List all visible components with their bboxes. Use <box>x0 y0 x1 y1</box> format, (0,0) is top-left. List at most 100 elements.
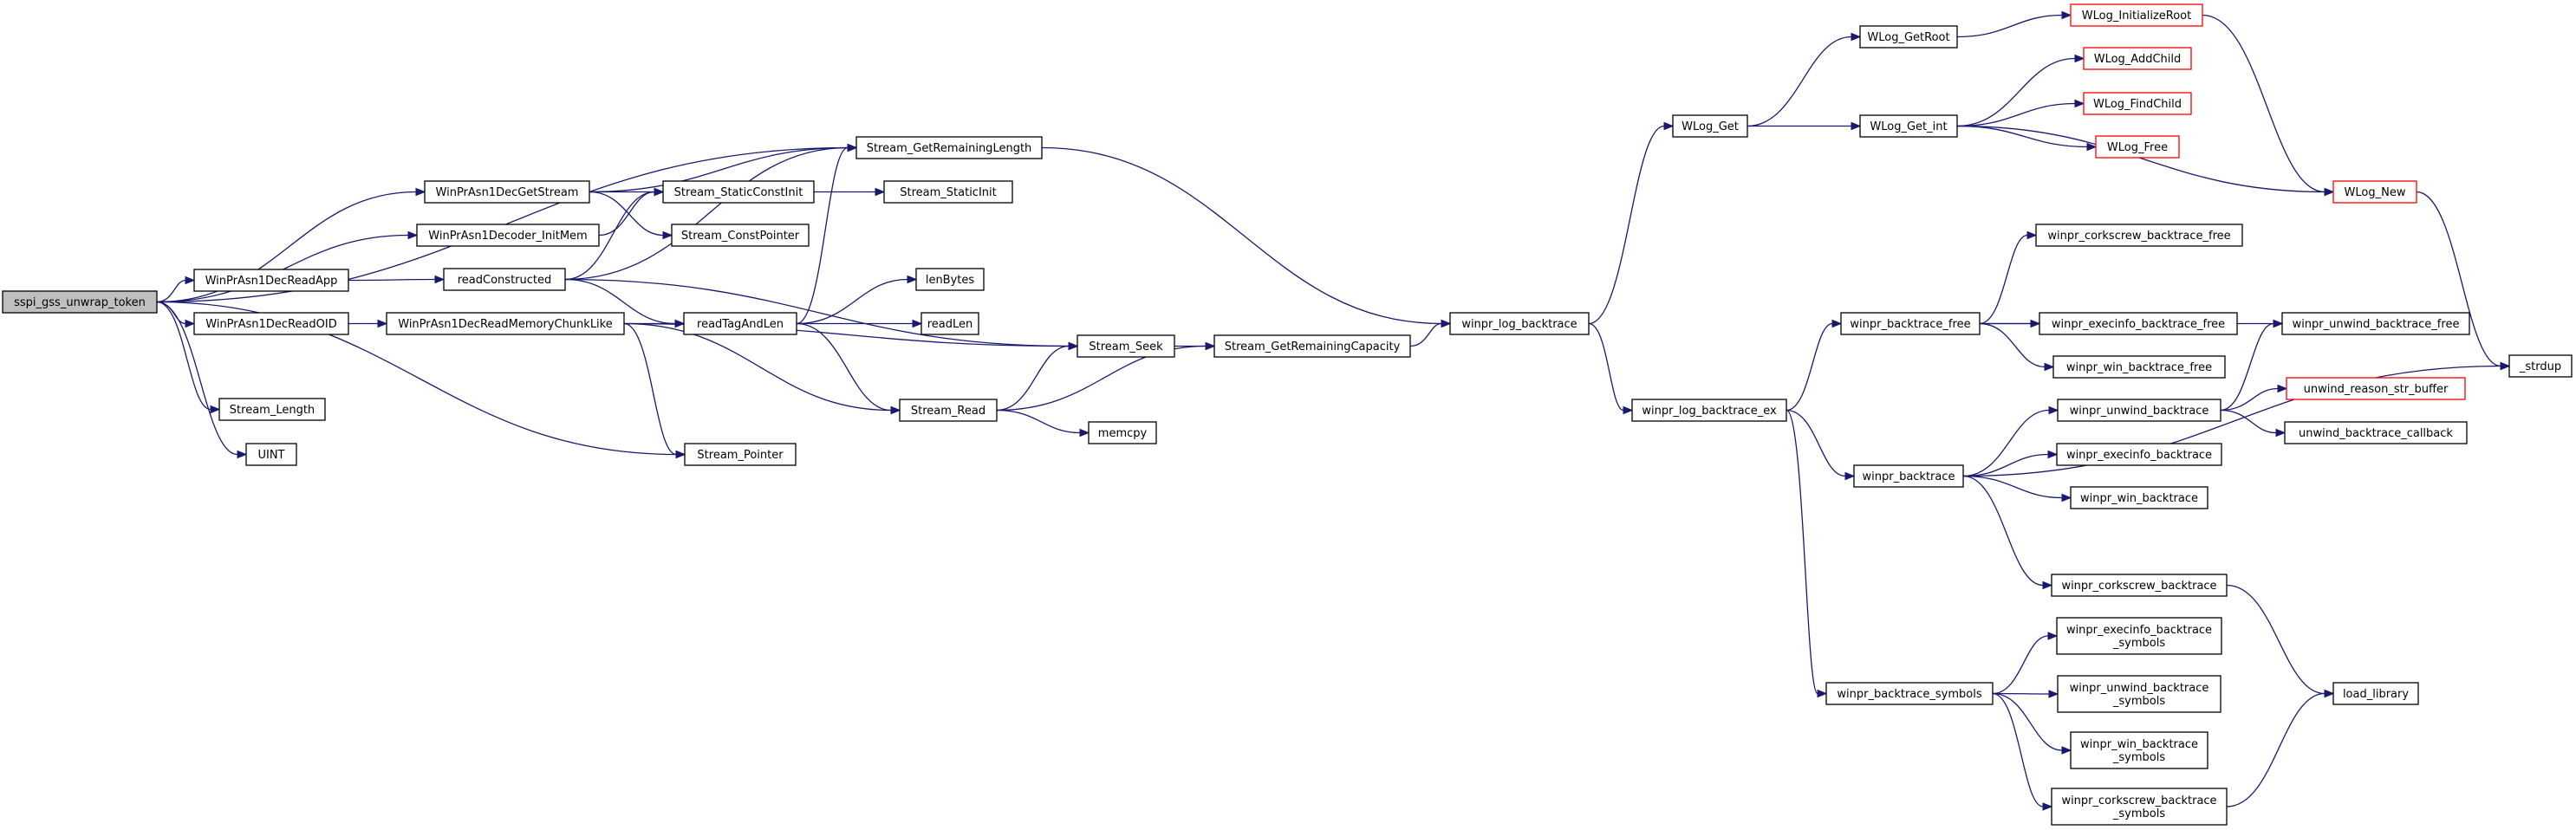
node-box <box>2057 675 2221 713</box>
node-box <box>2083 47 2192 70</box>
node-sspi_gss_unwrap_token[interactable]: sspi_gss_unwrap_token <box>2 290 158 314</box>
node-label: winpr_unwind_backtrace <box>2070 405 2209 418</box>
node-box <box>1859 25 1958 49</box>
node-label: Stream_Seek <box>1089 340 1163 353</box>
edge-WinPrAsn1Decoder_InitMem-to-Stream_StaticConstInit <box>598 187 665 237</box>
node-box <box>2051 574 2228 597</box>
node-winpr_log_backtrace_ex[interactable]: winpr_log_backtrace_ex <box>1631 399 1787 422</box>
arrow-head-icon <box>1068 341 1079 351</box>
node-label: winpr_corkscrew_backtrace <box>2061 794 2216 807</box>
node-unwind_reason_str_buffer[interactable]: unwind_reason_str_buffer <box>2286 377 2466 400</box>
edge-winpr_log_backtrace-to-winpr_log_backtrace_ex <box>1588 322 1634 415</box>
node-label: _symbols <box>2112 695 2165 708</box>
edge-line <box>1041 146 1442 325</box>
edge-winpr_backtrace_symbols-to-winpr_corkscrew_backtrace_symbols <box>1992 692 2053 811</box>
node-readTagAndLen[interactable]: readTagAndLen <box>683 312 797 335</box>
edge-line <box>348 278 436 282</box>
node-label: WLog_GetRoot <box>1867 31 1949 44</box>
edge-line <box>589 146 849 193</box>
node-Stream_StaticConstInit[interactable]: Stream_StaticConstInit <box>662 180 815 204</box>
node-WLog_FindChild[interactable]: WLog_FindChild <box>2083 92 2192 115</box>
node-winpr_corkscrew_backtrace_symbols[interactable]: winpr_corkscrew_backtrace_symbols <box>2051 788 2228 826</box>
edge-winpr_corkscrew_backtrace-to-load_library <box>2226 584 2335 698</box>
node-WinPrAsn1DecGetStream[interactable]: WinPrAsn1DecGetStream <box>424 180 590 204</box>
node-Stream_Seek[interactable]: Stream_Seek <box>1077 334 1175 358</box>
node-box <box>193 312 349 335</box>
arrow-head-icon <box>210 405 221 414</box>
node-box <box>386 312 625 335</box>
node-winpr_win_backtrace_symbols[interactable]: winpr_win_backtrace_symbols <box>2070 731 2208 769</box>
node-winpr_log_backtrace[interactable]: winpr_log_backtrace <box>1449 312 1590 335</box>
node-box <box>2508 354 2573 378</box>
node-label: WinPrAsn1Decoder_InitMem <box>428 230 587 243</box>
node-WinPrAsn1DecReadApp[interactable]: WinPrAsn1DecReadApp <box>193 269 349 292</box>
node-UINT[interactable]: UINT <box>245 443 297 466</box>
node-box <box>424 180 590 204</box>
node-box <box>662 180 815 204</box>
node-readConstructed[interactable]: readConstructed <box>443 268 566 291</box>
node-label: Stream_GetRemainingCapacity <box>1225 340 1401 353</box>
edge-line <box>996 345 1070 412</box>
node-winpr_unwind_backtrace_symbols[interactable]: winpr_unwind_backtrace_symbols <box>2057 675 2221 713</box>
node-unwind_backtrace_callback[interactable]: unwind_backtrace_callback <box>2284 421 2468 444</box>
edge-WLog_Get-to-WLog_Get_int <box>1747 121 1862 131</box>
node-Stream_Length[interactable]: Stream_Length <box>218 398 326 421</box>
node-memcpy[interactable]: memcpy <box>1088 421 1157 444</box>
node-Stream_ConstPointer[interactable]: Stream_ConstPointer <box>671 224 810 247</box>
edge-line <box>1992 692 2063 751</box>
node-WinPrAsn1Decoder_InitMem[interactable]: WinPrAsn1Decoder_InitMem <box>416 224 600 247</box>
node-winpr_unwind_backtrace_free[interactable]: winpr_unwind_backtrace_free <box>2281 312 2470 335</box>
node-winpr_backtrace[interactable]: winpr_backtrace <box>1853 464 1964 488</box>
edge-line <box>1786 322 1833 412</box>
node-winpr_execinfo_backtrace[interactable]: winpr_execinfo_backtrace <box>2056 443 2222 466</box>
node-Stream_GetRemainingLength[interactable]: Stream_GetRemainingLength <box>855 136 1043 159</box>
edge-line <box>2202 14 2326 193</box>
node-WLog_AddChild[interactable]: WLog_AddChild <box>2083 47 2192 70</box>
node-Stream_Read[interactable]: Stream_Read <box>899 399 998 422</box>
node-readLen[interactable]: readLen <box>920 312 979 335</box>
node-label: unwind_backtrace_callback <box>2299 427 2453 440</box>
node-winpr_unwind_backtrace[interactable]: winpr_unwind_backtrace <box>2057 399 2221 422</box>
node-label: sspi_gss_unwrap_token <box>14 296 146 309</box>
edge-winpr_backtrace_symbols-to-winpr_execinfo_backtrace_symbols <box>1992 632 2059 695</box>
node-label: winpr_unwind_backtrace <box>2070 682 2209 695</box>
node-WLog_New[interactable]: WLog_New <box>2332 180 2417 204</box>
edge-line <box>1956 125 2326 193</box>
node-winpr_corkscrew_backtrace_free[interactable]: winpr_corkscrew_backtrace_free <box>2035 224 2243 247</box>
node-_strdup[interactable]: _strdup <box>2508 354 2573 378</box>
node-WLog_GetRoot[interactable]: WLog_GetRoot <box>1859 25 1958 49</box>
arrow-head-icon <box>662 230 673 240</box>
node-lenBytes[interactable]: lenBytes <box>915 268 985 291</box>
node-winpr_backtrace_free[interactable]: winpr_backtrace_free <box>1840 312 1981 335</box>
edge-line <box>2416 191 2501 367</box>
node-WLog_Free[interactable]: WLog_Free <box>2095 135 2180 159</box>
node-label: Stream_Read <box>911 405 986 418</box>
edge-line <box>2220 387 2279 412</box>
node-WLog_InitializeRoot[interactable]: WLog_InitializeRoot <box>2070 3 2203 27</box>
node-winpr_win_backtrace[interactable]: winpr_win_backtrace <box>2070 486 2208 509</box>
arrow-head-icon <box>415 187 426 197</box>
node-label: winpr_execinfo_backtrace <box>2066 624 2212 637</box>
node-box <box>2056 617 2222 655</box>
node-load_library[interactable]: load_library <box>2332 682 2419 705</box>
edge-winpr_backtrace-to-winpr_corkscrew_backtrace <box>1962 475 2053 590</box>
node-WinPrAsn1DecReadOID[interactable]: WinPrAsn1DecReadOID <box>193 312 349 335</box>
node-winpr_execinfo_backtrace_free[interactable]: winpr_execinfo_backtrace_free <box>2039 312 2238 335</box>
node-box <box>2286 377 2466 400</box>
node-Stream_GetRemainingCapacity[interactable]: Stream_GetRemainingCapacity <box>1213 334 1411 358</box>
edge-line <box>1962 365 2501 477</box>
node-WinPrAsn1DecReadMemoryChunkLike[interactable]: WinPrAsn1DecReadMemoryChunkLike <box>386 312 625 335</box>
node-winpr_corkscrew_backtrace[interactable]: winpr_corkscrew_backtrace <box>2051 574 2228 597</box>
node-WLog_Get_int[interactable]: WLog_Get_int <box>1859 114 1958 138</box>
node-winpr_execinfo_backtrace_symbols[interactable]: winpr_execinfo_backtrace_symbols <box>2056 617 2222 655</box>
node-label: Stream_ConstPointer <box>681 230 800 243</box>
node-Stream_Pointer[interactable]: Stream_Pointer <box>684 443 797 466</box>
node-Stream_StaticInit[interactable]: Stream_StaticInit <box>883 180 1013 204</box>
node-winpr_backtrace_symbols[interactable]: winpr_backtrace_symbols <box>1825 682 1994 705</box>
node-WLog_Get[interactable]: WLog_Get <box>1672 114 1748 138</box>
node-label: winpr_backtrace_symbols <box>1837 688 1981 701</box>
edge-line <box>623 322 677 456</box>
node-box <box>2 290 158 314</box>
node-winpr_win_backtrace_free[interactable]: winpr_win_backtrace_free <box>2052 355 2226 379</box>
